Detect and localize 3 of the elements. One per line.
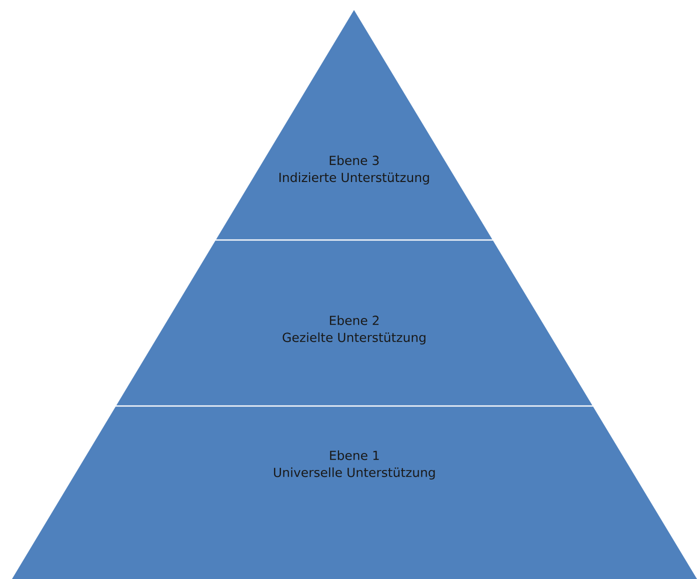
pyramid-level: Ebene 2 Gezielte Unterstützung	[116, 240, 593, 406]
pyramid-level: Ebene 3 Indizierte Unterstützung	[216, 10, 493, 240]
pyramid-level: Ebene 1 Universelle Unterstützung	[12, 406, 697, 579]
